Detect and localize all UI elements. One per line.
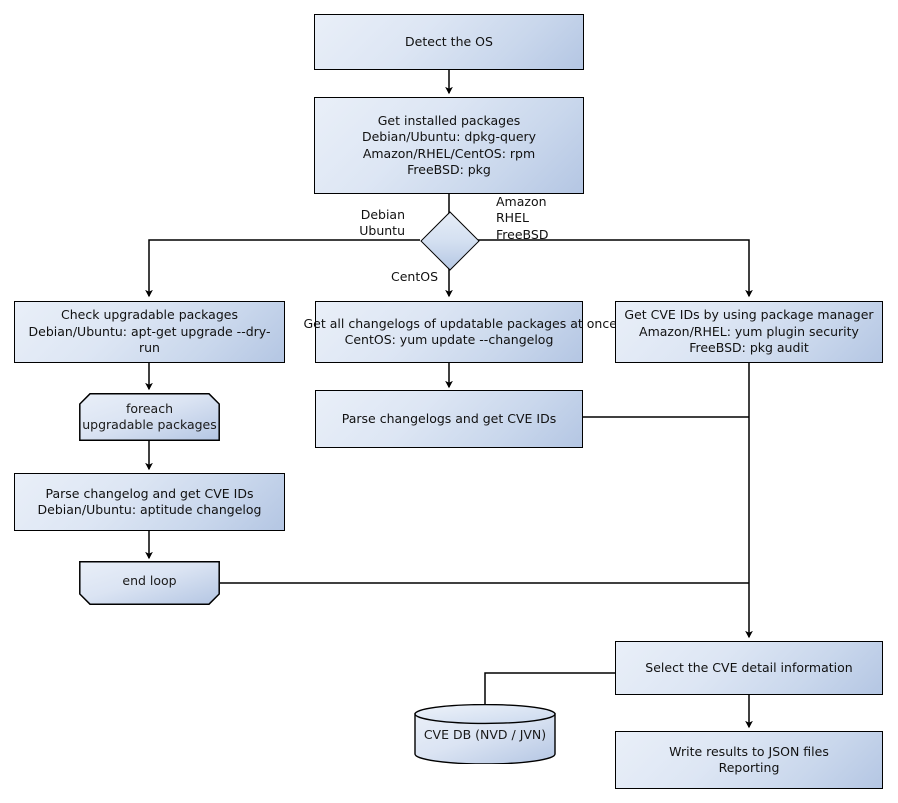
edge-decision-debian: [145, 239, 420, 298]
node-detect-os[interactable]: Detect the OS: [314, 14, 584, 70]
edge-decision-amazon: [478, 239, 753, 298]
node-select-cve-detail-label: Select the CVE detail information: [645, 659, 853, 675]
node-get-installed-packages[interactable]: Get installed packages Debian/Ubuntu: dp…: [314, 97, 584, 194]
end-loop-shape: [79, 561, 220, 605]
node-foreach-loop-label: foreach upgradable packages: [82, 400, 217, 433]
node-write-results[interactable]: Write results to JSON files Reporting: [615, 731, 883, 789]
node-get-installed-packages-label: Get installed packages Debian/Ubuntu: dp…: [361, 112, 537, 178]
node-get-cve-ids-pkgmgr[interactable]: Get CVE IDs by using package manager Ama…: [615, 301, 883, 363]
node-foreach-loop[interactable]: foreach upgradable packages: [79, 393, 220, 441]
node-end-loop[interactable]: end loop: [79, 561, 220, 605]
node-get-all-changelogs-label: Get all changelogs of updatable packages…: [303, 315, 617, 348]
node-select-cve-detail[interactable]: Select the CVE detail information: [615, 641, 883, 695]
node-parse-changelogs-multi[interactable]: Parse changelogs and get CVE IDs: [315, 390, 583, 448]
node-write-results-label: Write results to JSON files Reporting: [669, 743, 829, 776]
node-detect-os-label: Detect the OS: [405, 33, 493, 49]
node-check-upgradable[interactable]: Check upgradable packages Debian/Ubuntu:…: [14, 301, 285, 363]
node-get-cve-ids-pkgmgr-label: Get CVE IDs by using package manager Ama…: [624, 307, 874, 356]
node-cve-db-label: CVE DB (NVD / JVN): [423, 726, 547, 742]
node-cve-db[interactable]: CVE DB (NVD / JVN): [414, 703, 556, 765]
node-os-decision[interactable]: [420, 211, 480, 271]
node-end-loop-label: end loop: [122, 572, 177, 588]
node-parse-changelog-single-label: Parse changelog and get CVE IDs Debian/U…: [37, 485, 262, 518]
edge-label-amazon-rhel-freebsd: Amazon RHEL FreeBSD: [496, 194, 549, 242]
edge-label-debian-ubuntu: Debian Ubuntu: [359, 207, 405, 239]
node-parse-changelog-single[interactable]: Parse changelog and get CVE IDs Debian/U…: [14, 473, 285, 531]
node-get-all-changelogs[interactable]: Get all changelogs of updatable packages…: [304, 301, 617, 363]
node-check-upgradable-label: Check upgradable packages Debian/Ubuntu:…: [28, 307, 271, 356]
node-parse-changelogs-multi-label: Parse changelogs and get CVE IDs: [341, 410, 557, 426]
foreach-shape: [79, 393, 220, 441]
edge-label-centos: CentOS: [390, 269, 438, 284]
